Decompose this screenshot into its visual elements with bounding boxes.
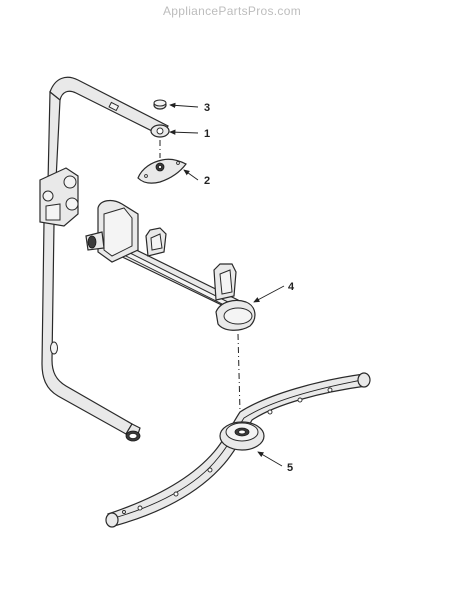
leader-2 — [183, 169, 199, 181]
supply-tube — [39, 76, 170, 442]
callout-1: 1 — [204, 128, 210, 140]
leader-5 — [257, 451, 283, 467]
callout-4: 4 — [288, 281, 295, 293]
leader-4 — [253, 285, 285, 303]
part-cap — [153, 99, 167, 110]
leader-1 — [169, 129, 199, 135]
callout-2: 2 — [204, 175, 210, 187]
part-manifold — [85, 199, 256, 331]
leader-3 — [169, 102, 199, 109]
callout-5: 5 — [287, 462, 293, 474]
part-gasket — [137, 158, 187, 184]
part-spray-arm — [105, 372, 371, 528]
assembly-centerline — [237, 333, 241, 413]
watermark: AppliancePartsPros.com — [163, 4, 301, 18]
callout-3: 3 — [204, 102, 210, 114]
